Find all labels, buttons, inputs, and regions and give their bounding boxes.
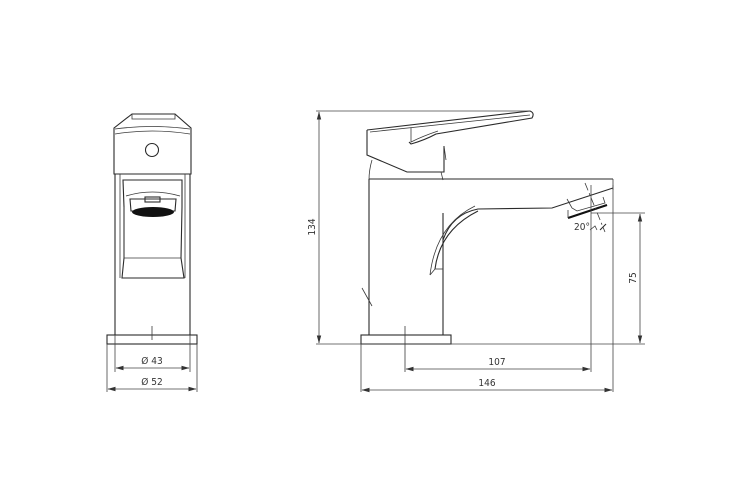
dim-overall-length: 146	[361, 378, 613, 393]
side-base	[360, 326, 452, 372]
side-lever-handle	[366, 110, 534, 181]
dim-base-outer-diameter: Ø 52	[107, 376, 197, 392]
handle-screw-icon	[144, 142, 160, 158]
svg-text:Ø 43: Ø 43	[141, 355, 162, 367]
dim-spout-reach: 107	[405, 357, 591, 372]
side-aerator: 20°	[566, 182, 608, 233]
side-view: 20° 134 75 107 146	[307, 110, 645, 393]
aerator-icon	[132, 207, 174, 217]
svg-text:107: 107	[488, 357, 505, 368]
svg-text:Ø 52: Ø 52	[141, 376, 162, 388]
front-base	[106, 326, 198, 392]
side-body	[361, 178, 614, 335]
dim-base-inner-diameter: Ø 43	[115, 355, 190, 371]
front-view: Ø 43 Ø 52	[106, 113, 198, 392]
svg-text:75: 75	[628, 272, 639, 283]
dim-overall-height: 134	[307, 111, 322, 344]
front-handle	[113, 113, 192, 175]
svg-text:134: 134	[307, 218, 318, 235]
svg-text:146: 146	[478, 378, 495, 389]
front-body	[114, 174, 191, 335]
dim-spout-height: 75	[628, 213, 643, 344]
aerator-angle-label: 20°	[574, 222, 590, 233]
